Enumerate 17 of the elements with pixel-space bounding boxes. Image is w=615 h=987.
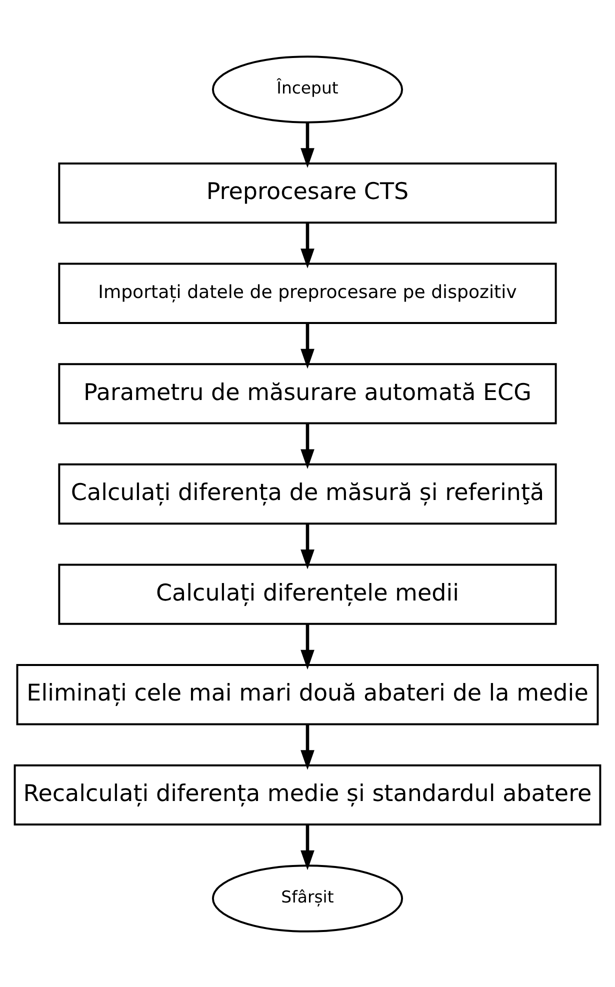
node-box: Recalculați diferența medie și standardul abatere <box>14 764 602 826</box>
node-box: Importați datele de preprocesare pe dispozitiv <box>58 262 557 324</box>
arrow <box>300 724 314 770</box>
arrow <box>300 422 314 468</box>
arrow <box>300 222 314 268</box>
node-box: Parametru de măsurare automată ECG <box>58 362 557 424</box>
node-ellipse: Sfârșit <box>212 864 404 932</box>
arrow <box>300 322 314 368</box>
arrow <box>300 824 314 870</box>
node-ellipse: Început <box>212 55 404 123</box>
node-box: Calculați diferența de măsură și referinţă <box>58 462 557 524</box>
arrow <box>300 624 314 670</box>
node-box: Eliminați cele mai mari două abateri de la medie <box>16 664 599 725</box>
arrow <box>300 122 314 168</box>
node-box: Calculați diferențele medii <box>58 563 557 624</box>
node-box: Preprocesare CTS <box>58 162 557 224</box>
arrow <box>300 523 314 569</box>
